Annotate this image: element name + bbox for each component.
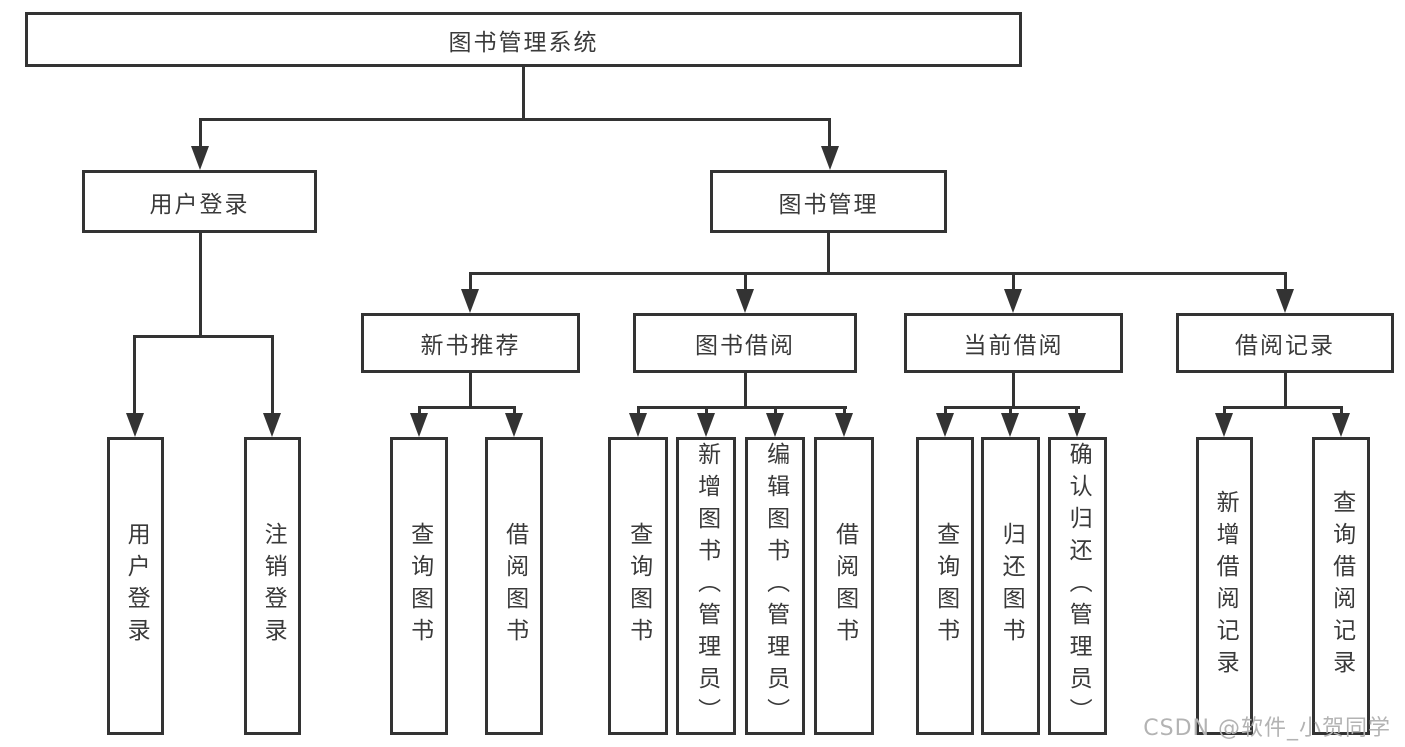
leaf-label: 注销登录	[260, 522, 287, 650]
node-borrow-records: 借阅记录	[1176, 313, 1394, 373]
connector-line	[469, 373, 472, 409]
node-label: 图书管理	[778, 191, 879, 218]
connector-line	[744, 373, 747, 409]
arrowhead-down-icon	[191, 146, 209, 170]
arrowhead-down-icon	[410, 413, 428, 437]
leaf-label: 查询图书	[625, 522, 652, 650]
arrowhead-down-icon	[1001, 413, 1019, 437]
connector-line	[637, 406, 640, 415]
node-label: 用户登录	[149, 191, 250, 218]
leaf-query-books-borrow: 查询图书	[608, 437, 668, 735]
connector-line	[199, 118, 831, 121]
node-book-borrow: 图书借阅	[633, 313, 857, 373]
arrowhead-down-icon	[1215, 413, 1233, 437]
connector-line	[705, 406, 708, 415]
connector-line	[199, 118, 202, 147]
connector-line	[522, 67, 525, 121]
connector-line	[944, 406, 1080, 409]
leaf-borrow-books-borrow: 借阅图书	[814, 437, 874, 735]
leaf-label: 编辑图书（管理员）	[762, 442, 789, 730]
connector-line	[469, 272, 472, 291]
leaf-user-login: 用户登录	[107, 437, 164, 735]
connector-line	[1075, 406, 1078, 415]
leaf-label: 确认归还（管理员）	[1065, 442, 1092, 730]
connector-line	[513, 406, 516, 415]
connector-line	[774, 406, 777, 415]
arrowhead-down-icon	[936, 413, 954, 437]
leaf-edit-books-admin: 编辑图书（管理员）	[745, 437, 805, 735]
connector-line	[418, 406, 421, 415]
connector-line	[1223, 406, 1226, 415]
leaf-query-books-recommend: 查询图书	[390, 437, 448, 735]
arrowhead-down-icon	[736, 289, 754, 313]
connector-line	[469, 272, 1287, 275]
leaf-label: 新增借阅记录	[1212, 490, 1239, 682]
node-current-borrow: 当前借阅	[904, 313, 1123, 373]
connector-line	[418, 406, 516, 409]
arrowhead-down-icon	[835, 413, 853, 437]
leaf-label: 借阅图书	[831, 522, 858, 650]
leaf-label: 归还图书	[998, 522, 1025, 650]
connector-line	[637, 406, 847, 409]
node-label: 新书推荐	[420, 333, 521, 359]
arrowhead-down-icon	[629, 413, 647, 437]
node-label: 图书管理系统	[448, 29, 599, 56]
node-book-management: 图书管理	[710, 170, 947, 233]
leaf-add-books-admin: 新增图书（管理员）	[676, 437, 736, 735]
leaf-confirm-return-admin: 确认归还（管理员）	[1048, 437, 1107, 735]
arrowhead-down-icon	[1276, 289, 1294, 313]
arrowhead-down-icon	[766, 413, 784, 437]
arrowhead-down-icon	[505, 413, 523, 437]
connector-line	[827, 233, 830, 275]
connector-line	[1284, 272, 1287, 291]
arrowhead-down-icon	[821, 146, 839, 170]
node-library-system: 图书管理系统	[25, 12, 1022, 67]
node-label: 图书借阅	[695, 333, 795, 359]
leaf-borrow-books-recommend: 借阅图书	[485, 437, 543, 735]
connector-line	[1012, 373, 1015, 409]
leaf-label: 用户登录	[123, 522, 150, 650]
node-new-book-recommend: 新书推荐	[361, 313, 580, 373]
connector-line	[1284, 373, 1287, 409]
leaf-label: 借阅图书	[501, 522, 528, 650]
connector-line	[944, 406, 947, 415]
watermark: CSDN @软件_小贺同学	[1143, 716, 1391, 741]
leaf-query-books-current: 查询图书	[916, 437, 974, 735]
leaf-label: 新增图书（管理员）	[693, 442, 720, 730]
arrowhead-down-icon	[1068, 413, 1086, 437]
connector-line	[828, 118, 831, 147]
leaf-add-borrow-record: 新增借阅记录	[1196, 437, 1253, 735]
arrowhead-down-icon	[461, 289, 479, 313]
leaf-return-books: 归还图书	[981, 437, 1040, 735]
connector-line	[1009, 406, 1012, 415]
connector-line	[133, 335, 136, 415]
connector-line	[843, 406, 846, 415]
arrowhead-down-icon	[263, 413, 281, 437]
connector-line	[744, 272, 747, 291]
node-user-login: 用户登录	[82, 170, 317, 233]
node-label: 借阅记录	[1235, 333, 1335, 359]
connector-line	[271, 335, 274, 415]
leaf-logout: 注销登录	[244, 437, 301, 735]
connector-line	[199, 233, 202, 338]
leaf-query-borrow-record: 查询借阅记录	[1312, 437, 1370, 735]
node-label: 当前借阅	[963, 333, 1064, 359]
connector-line	[1223, 406, 1343, 409]
arrowhead-down-icon	[126, 413, 144, 437]
connector-line	[134, 335, 274, 338]
leaf-label: 查询借阅记录	[1328, 490, 1355, 682]
connector-line	[1340, 406, 1343, 415]
arrowhead-down-icon	[1004, 289, 1022, 313]
leaf-label: 查询图书	[406, 522, 433, 650]
arrowhead-down-icon	[697, 413, 715, 437]
leaf-label: 查询图书	[932, 522, 959, 650]
arrowhead-down-icon	[1332, 413, 1350, 437]
connector-line	[1012, 272, 1015, 291]
